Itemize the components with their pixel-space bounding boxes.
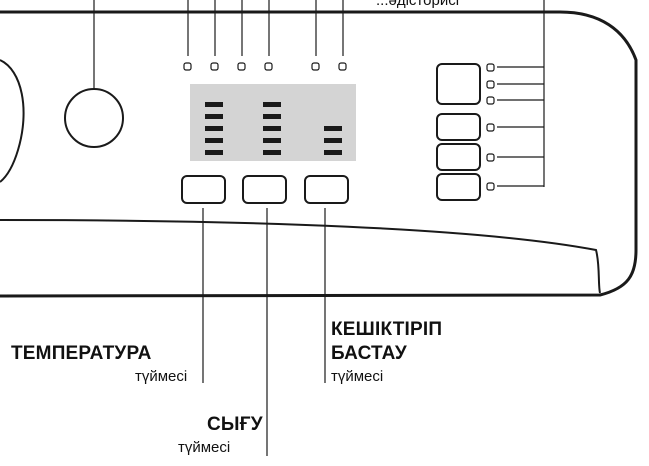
display-segment — [263, 138, 281, 143]
option-button — [436, 143, 481, 171]
option-button-large — [436, 63, 481, 105]
led-indicator — [486, 123, 495, 132]
led-indicator — [486, 153, 495, 162]
display-segment — [263, 126, 281, 131]
top-cut-label: ...әдісторисі — [376, 0, 460, 9]
led-indicator — [486, 80, 495, 89]
display-segment — [205, 138, 223, 143]
display-segments — [205, 102, 342, 155]
delay-start-subtitle: түймесі — [331, 368, 384, 385]
temperature-title: ТЕМПЕРАТУРА — [11, 343, 152, 364]
display-segment — [205, 102, 223, 107]
led-indicator — [486, 182, 495, 191]
spin-title: СЫҒУ — [207, 414, 263, 435]
led-indicator — [264, 62, 273, 71]
display-segment — [205, 114, 223, 119]
panel-outline — [0, 10, 638, 298]
led-indicator — [486, 63, 495, 72]
display-segment — [263, 114, 281, 119]
display-segment — [324, 150, 342, 155]
display-segment — [324, 138, 342, 143]
start-pause-button — [64, 88, 124, 148]
right-leader-bracket — [497, 0, 545, 187]
spin-button — [242, 175, 287, 204]
display-segment — [324, 126, 342, 131]
led-indicator — [183, 62, 192, 71]
display-segment — [263, 102, 281, 107]
top-leaders — [187, 0, 344, 56]
display-segment — [205, 126, 223, 131]
led-indicator — [338, 62, 347, 71]
display-segment — [205, 150, 223, 155]
temperature-button — [181, 175, 226, 204]
led-indicator — [311, 62, 320, 71]
program-dial — [0, 59, 25, 183]
right-led-indicators — [486, 63, 495, 191]
led-indicator — [210, 62, 219, 71]
option-button — [436, 173, 481, 201]
led-indicator — [237, 62, 246, 71]
delay-start-button — [304, 175, 349, 204]
display-segment — [263, 150, 281, 155]
temperature-subtitle: түймесі — [135, 368, 188, 385]
spin-subtitle: түймесі — [178, 439, 231, 456]
led-indicator — [486, 96, 495, 105]
top-led-indicators — [183, 62, 347, 71]
delay-start-title-line2: БАСТАУ — [331, 343, 407, 364]
delay-start-title-line1: КЕШІКТІРІП — [331, 319, 443, 340]
panel-inner-curve — [0, 219, 601, 294]
option-button — [436, 113, 481, 141]
display-window — [190, 84, 356, 161]
